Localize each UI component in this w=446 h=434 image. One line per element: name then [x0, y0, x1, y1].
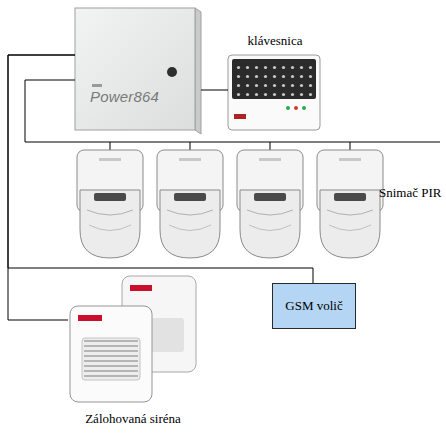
pir-sensor — [237, 150, 303, 258]
sensor-drop — [110, 142, 111, 150]
wire-connector — [8, 55, 75, 320]
keypad-led — [294, 106, 298, 110]
control-panel — [75, 8, 195, 130]
wire-connector — [25, 80, 75, 142]
keypad-led — [286, 106, 290, 110]
siren-logo — [78, 315, 102, 321]
pir-sensor — [77, 150, 143, 258]
sensor-drop — [190, 142, 191, 150]
keypad-buttons — [234, 61, 314, 97]
pir-sensor — [317, 150, 383, 258]
keypad-node: klávesnica — [228, 32, 322, 130]
sensor-bus — [30, 142, 440, 143]
siren-grill — [82, 338, 140, 380]
keypad-display — [232, 59, 316, 99]
siren-node: Zálohovaná siréna — [68, 272, 198, 432]
sensor-drop — [350, 142, 351, 150]
wire-connector — [8, 55, 313, 283]
control-panel-node: Power864 — [75, 8, 201, 130]
siren-logo — [130, 285, 152, 291]
panel-logo-mark — [92, 84, 102, 87]
panel-lock — [167, 67, 177, 77]
part-label: Zálohovaná siréna — [60, 412, 206, 427]
pir-sensor — [157, 150, 223, 258]
box-label: GSM volič — [285, 299, 342, 314]
sensor-group-node: Snimač PIR — [30, 142, 446, 262]
siren-front — [70, 306, 152, 402]
sensor-drop — [270, 142, 271, 150]
gsm-box: GSM volič — [272, 283, 356, 329]
keypad-led — [302, 106, 306, 110]
keypad-logo — [234, 114, 246, 119]
wire-connector — [201, 90, 228, 91]
keypad-body — [228, 55, 320, 130]
part-label: klávesnica — [218, 34, 332, 49]
siren-grill-lines — [84, 340, 138, 378]
panel-side — [195, 8, 201, 134]
part-label: Snimač PIR — [379, 186, 445, 201]
brand-label: Power864 — [90, 88, 190, 105]
